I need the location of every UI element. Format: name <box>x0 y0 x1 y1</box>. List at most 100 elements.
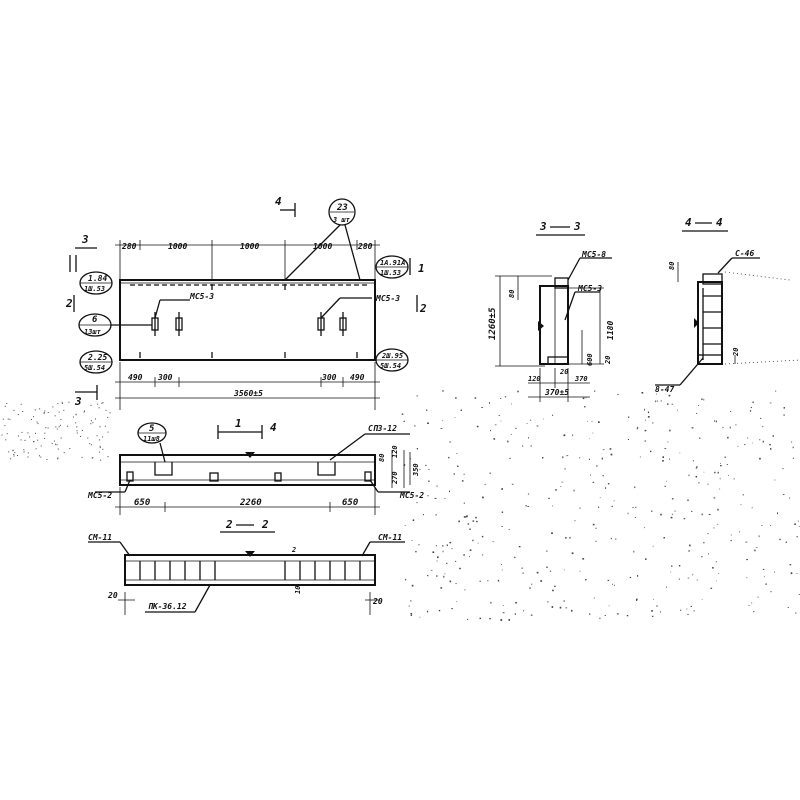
noise-speck <box>563 600 565 602</box>
noise-speck <box>529 587 531 589</box>
noise-speck <box>655 400 657 403</box>
noise-speck <box>107 431 109 433</box>
noise-speck <box>427 495 429 497</box>
noise-speck <box>419 468 421 471</box>
noise-speck <box>57 403 59 405</box>
plan-mark-3-bottom: 3 <box>74 395 82 408</box>
noise-speck <box>637 426 639 429</box>
noise-speck <box>463 473 465 475</box>
noise-speck <box>440 428 443 429</box>
noise-speck <box>455 583 457 585</box>
noise-speck <box>446 544 448 546</box>
s44-dotted-2 <box>724 359 800 365</box>
noise-speck <box>680 609 682 611</box>
noise-speck <box>782 494 785 495</box>
noise-speck <box>717 508 719 511</box>
noise-speck <box>13 454 15 455</box>
noise-speck <box>563 569 565 571</box>
noise-speck <box>40 445 42 447</box>
noise-speck <box>720 465 722 467</box>
noise-speck <box>24 439 26 441</box>
s33-dim-20b: 20 <box>559 368 568 376</box>
noise-speck <box>670 516 673 519</box>
noise-speck <box>561 481 564 483</box>
noise-speck <box>83 411 85 413</box>
noise-speck <box>39 408 41 410</box>
noise-speck <box>97 403 99 405</box>
s11-dim-v3: 350 <box>412 463 420 477</box>
noise-speck <box>650 450 652 453</box>
noise-speck <box>701 556 703 558</box>
s44-dim-80: 80 <box>668 262 676 270</box>
noise-speck <box>790 572 793 575</box>
noise-speck <box>100 459 102 461</box>
noise-speck <box>466 515 468 518</box>
noise-speck <box>762 568 765 570</box>
noise-speck <box>442 390 444 392</box>
noise-speck <box>651 615 654 617</box>
noise-speck <box>427 610 429 613</box>
noise-speck <box>714 471 716 474</box>
noise-speck <box>467 523 470 525</box>
noise-speck <box>757 596 759 598</box>
noise-speck <box>34 409 36 411</box>
noise-speck <box>477 542 479 544</box>
noise-speck <box>688 550 690 552</box>
tag-left-bot-b: 5Ш.54 <box>84 364 105 372</box>
noise-speck <box>759 439 761 441</box>
noise-speck <box>536 571 539 574</box>
noise-speck <box>56 444 58 446</box>
noise-speck <box>584 406 586 408</box>
noise-speck <box>508 529 510 530</box>
noise-speck <box>707 483 709 485</box>
noise-speck <box>411 540 413 541</box>
noise-speck <box>53 440 55 442</box>
noise-speck <box>409 458 412 460</box>
noise-speck <box>47 427 49 429</box>
noise-speck <box>7 418 9 420</box>
noise-speck <box>415 551 417 553</box>
noise-speck <box>758 535 760 538</box>
s22-label-left: СМ-11 <box>88 533 112 542</box>
noise-speck <box>463 502 465 504</box>
noise-speck <box>61 401 63 403</box>
noise-speck <box>749 410 752 412</box>
noise-speck <box>724 456 726 458</box>
noise-speck <box>797 520 799 522</box>
noise-speck <box>522 572 524 574</box>
noise-speck <box>90 423 92 425</box>
noise-speck <box>727 436 729 439</box>
noise-speck <box>770 591 772 593</box>
noise-speck <box>37 423 39 425</box>
noise-speck <box>102 448 104 450</box>
noise-speck <box>99 451 101 453</box>
noise-speck <box>707 533 709 535</box>
noise-speck <box>484 484 487 485</box>
noise-speck <box>29 436 31 438</box>
noise-speck <box>712 567 714 569</box>
noise-speck <box>688 474 690 477</box>
bubble-23-top: 23 <box>336 203 348 213</box>
noise-speck <box>444 573 446 575</box>
noise-speck <box>754 549 756 552</box>
noise-speck <box>546 550 548 552</box>
noise-speck <box>651 510 653 512</box>
noise-speck <box>423 514 424 516</box>
noise-speck <box>779 538 781 541</box>
noise-speck <box>598 421 600 423</box>
noise-speck <box>763 576 765 578</box>
noise-speck <box>775 390 777 392</box>
noise-speck <box>514 613 516 615</box>
noise-speck <box>644 440 646 442</box>
noise-speck <box>451 608 453 610</box>
noise-speck <box>102 436 104 438</box>
bubble-5-top: 5 <box>149 424 155 434</box>
noise-speck <box>13 409 15 411</box>
noise-speck <box>715 420 717 423</box>
noise-speck <box>432 551 435 553</box>
noise-speck <box>489 617 491 620</box>
noise-speck <box>43 412 45 414</box>
noise-speck <box>60 419 62 420</box>
plan-dim-bottom-ticks <box>119 362 376 410</box>
noise-speck <box>52 406 54 408</box>
